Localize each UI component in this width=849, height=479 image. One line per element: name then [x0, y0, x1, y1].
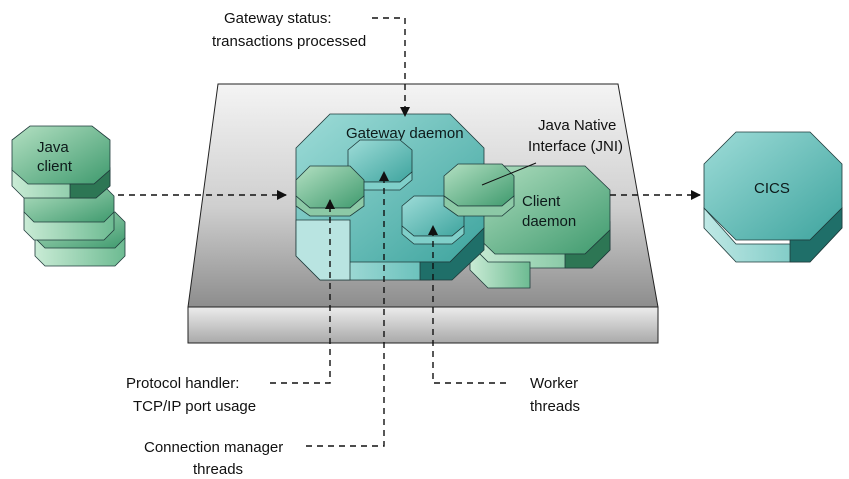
java-client-label-line2: client — [37, 158, 73, 175]
gateway-daemon-label: Gateway daemon — [346, 125, 464, 142]
jni-component — [443, 163, 515, 217]
gateway-status-label-line2: transactions processed — [212, 33, 366, 50]
connection-manager-label-line2: threads — [193, 461, 243, 478]
jni-label-line1: Java Native — [538, 117, 616, 134]
gateway-status-connector — [372, 17, 410, 117]
java-client-stack: Java client — [11, 125, 126, 267]
connection-manager-label-line1: Connection manager — [144, 439, 283, 456]
connectors — [118, 17, 701, 447]
client-daemon-label-line2: daemon — [522, 213, 576, 230]
gateway-status-label-line1: Gateway status: — [224, 10, 332, 27]
protocol-handler-component — [295, 165, 365, 217]
jni-label-line2: Interface (JNI) — [528, 138, 623, 155]
worker-threads-label-line2: threads — [530, 398, 580, 415]
connection-manager-connector — [306, 171, 389, 447]
worker-threads-label-line1: Worker — [530, 375, 578, 392]
jni-leader-line — [481, 162, 537, 186]
protocol-handler-label-line2: TCP/IP port usage — [133, 398, 256, 415]
client-daemon-label-line1: Client — [522, 193, 561, 210]
java-client-label-line1: Java — [37, 139, 69, 156]
cics-node: CICS — [703, 131, 843, 263]
protocol-handler-label-line1: Protocol handler: — [126, 375, 239, 392]
protocol-handler-connector — [270, 199, 335, 384]
worker-threads-connector — [428, 225, 506, 384]
cics-label: CICS — [754, 180, 790, 197]
annotations: Gateway status: transactions processed J… — [126, 10, 623, 478]
